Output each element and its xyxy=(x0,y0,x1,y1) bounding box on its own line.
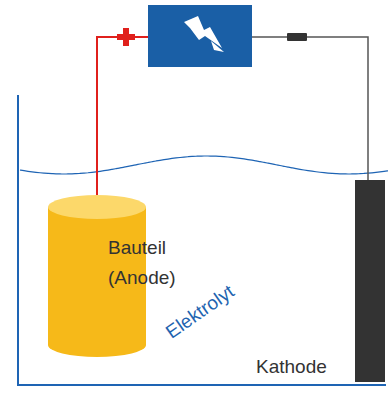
lightning-icon xyxy=(184,16,222,48)
cathode-wire xyxy=(252,37,368,181)
electrode-shape xyxy=(250,178,387,384)
lightning-icon xyxy=(211,41,224,52)
cylinder-top xyxy=(48,195,146,219)
power-supply xyxy=(148,5,252,67)
medium-label: Elektrolyt xyxy=(162,281,239,344)
part-label: Bauteil (Anode) xyxy=(108,233,196,293)
plus-symbol xyxy=(123,28,129,46)
cathode: Kathode xyxy=(250,178,387,384)
minus-symbol xyxy=(287,33,307,41)
cathode-plate xyxy=(355,180,385,382)
electrolyte-surface xyxy=(20,156,388,174)
part-label: Kathode xyxy=(256,352,354,382)
tank-outline xyxy=(18,95,386,385)
anode-wire xyxy=(97,37,148,206)
